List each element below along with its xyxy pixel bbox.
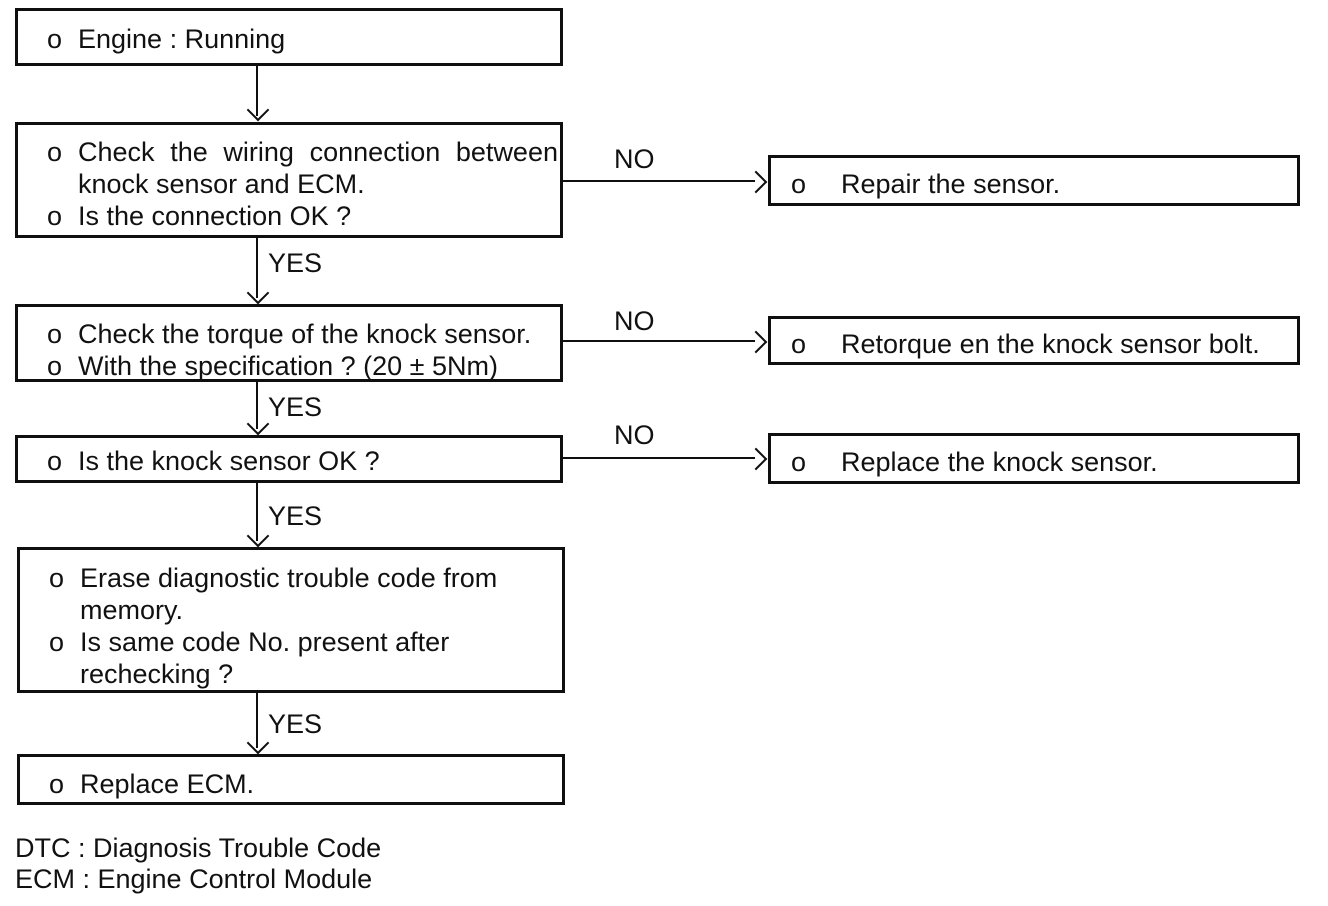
step-line: o Is the knock sensor OK ?: [18, 445, 560, 477]
arrow-down-icon: [246, 98, 270, 122]
bullet-marker: o: [791, 329, 807, 359]
bullet-marker: o: [47, 446, 63, 476]
step-text: Replace ECM.: [80, 769, 255, 799]
action-text: Replace the knock sensor.: [841, 447, 1158, 477]
step-erase-dtc: o Erase diagnostic trouble code from mem…: [17, 547, 565, 693]
connector-no-3: [563, 457, 755, 459]
step-engine-running: o Engine : Running: [15, 8, 563, 66]
step-line: o Is same code No. present after recheck…: [20, 626, 562, 690]
connector-yes-3: [256, 483, 258, 541]
yes-label: YES: [266, 709, 325, 739]
arrow-right-icon: [744, 330, 768, 354]
legend-ecm: ECM : Engine Control Module: [15, 864, 373, 894]
arrow-right-icon: [744, 447, 768, 471]
bullet-marker: o: [49, 627, 65, 657]
step-replace-ecm: o Replace ECM.: [17, 754, 565, 805]
connector-no-2: [563, 340, 755, 342]
no-label: NO: [612, 420, 657, 450]
bullet-marker: o: [47, 201, 63, 231]
step-text: Check the wiring connection between knoc…: [78, 137, 558, 199]
action-text: Retorque en the knock sensor bolt.: [841, 329, 1260, 359]
connector-no-1: [563, 180, 755, 182]
yes-label: YES: [266, 392, 325, 422]
step-line: o Replace ECM.: [20, 768, 562, 800]
arrow-right-icon: [744, 170, 768, 194]
action-text: Repair the sensor.: [841, 169, 1061, 199]
step-line: o Engine : Running: [18, 23, 560, 55]
action-line: o Replace the knock sensor.: [771, 446, 1297, 478]
yes-label: YES: [266, 248, 325, 278]
step-check-torque: o Check the torque of the knock sensor. …: [15, 304, 563, 382]
no-label: NO: [612, 306, 657, 336]
connector-yes-4: [256, 693, 258, 748]
bullet-marker: o: [49, 769, 65, 799]
bullet-marker: o: [47, 351, 63, 381]
bullet-marker: o: [791, 169, 807, 199]
step-text: Is the connection OK ?: [78, 201, 352, 231]
action-retorque-bolt: o Retorque en the knock sensor bolt.: [768, 316, 1300, 365]
step-line: o Check the torque of the knock sensor.: [18, 318, 560, 350]
bullet-marker: o: [47, 319, 63, 349]
step-text: Check the torque of the knock sensor.: [78, 319, 532, 349]
action-line: o Retorque en the knock sensor bolt.: [771, 328, 1297, 360]
connector-yes-2: [256, 382, 258, 429]
step-knock-sensor-ok: o Is the knock sensor OK ?: [15, 435, 563, 483]
yes-label: YES: [266, 501, 325, 531]
step-text: Is same code No. present after recheckin…: [80, 627, 450, 689]
step-check-wiring: o Check the wiring connection between kn…: [15, 122, 563, 238]
bullet-marker: o: [47, 137, 63, 167]
no-label: NO: [612, 144, 657, 174]
legend-dtc: DTC : Diagnosis Trouble Code: [15, 833, 382, 863]
step-text: Erase diagnostic trouble code from memor…: [80, 563, 498, 625]
bullet-marker: o: [47, 24, 63, 54]
step-line: o Erase diagnostic trouble code from mem…: [20, 562, 562, 626]
action-repair-sensor: o Repair the sensor.: [768, 155, 1300, 206]
bullet-marker: o: [49, 563, 65, 593]
step-line: o Check the wiring connection between kn…: [18, 136, 560, 200]
step-text: Is the knock sensor OK ?: [78, 446, 380, 476]
connector-yes-1: [256, 238, 258, 298]
step-line: o With the specification ? (20 ± 5Nm): [18, 350, 560, 382]
bullet-marker: o: [791, 447, 807, 477]
step-line: o Is the connection OK ?: [18, 200, 560, 232]
action-replace-knock-sensor: o Replace the knock sensor.: [768, 433, 1300, 484]
arrow-down-icon: [246, 281, 270, 305]
step-text: With the specification ? (20 ± 5Nm): [78, 351, 498, 381]
connector-down-1: [256, 66, 258, 116]
action-line: o Repair the sensor.: [771, 168, 1297, 200]
step-text: Engine : Running: [78, 24, 286, 54]
